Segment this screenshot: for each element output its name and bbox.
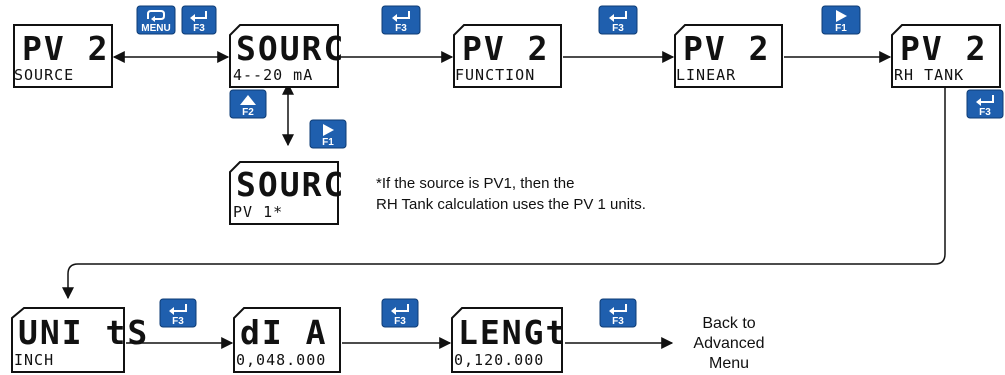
play-icon xyxy=(323,124,334,136)
footnote-line-1: *If the source is PV1, then the xyxy=(376,175,574,192)
display-top-text: PV 2 xyxy=(22,29,109,68)
f2-button[interactable]: F2 xyxy=(229,89,267,119)
display-bottom-text: 4--20 mA xyxy=(233,66,313,84)
f3-button[interactable]: F3 xyxy=(181,5,217,35)
f3-key-label: F3 xyxy=(394,316,406,327)
f2-key-label: F2 xyxy=(242,107,254,118)
display-dia: dI A 0,048.000 xyxy=(233,307,341,373)
menu-key-label: MENU xyxy=(141,23,170,34)
back-line-1: Back to xyxy=(702,315,755,332)
enter-icon xyxy=(612,11,627,19)
f3-button[interactable]: F3 xyxy=(159,298,197,328)
arrow-rhtank-units xyxy=(62,84,946,300)
display-bottom-text: FUNCTION xyxy=(455,66,535,84)
f1-key-label: F1 xyxy=(835,23,847,34)
display-bottom-text: RH TANK xyxy=(894,66,964,84)
f3-button[interactable]: F3 xyxy=(381,5,421,35)
f3-button[interactable]: F3 xyxy=(598,5,638,35)
display-top-text: PV 2 xyxy=(462,29,549,68)
menu-button[interactable]: MENU xyxy=(136,5,176,35)
display-top-text: SOURC xyxy=(236,29,345,68)
display-sourc-pv1: SOURC PV 1* xyxy=(229,161,345,225)
back-line-2: Advanced xyxy=(693,335,764,352)
f3-button[interactable]: F3 xyxy=(381,298,419,328)
display-pv2-rh-tank: PV 2 RH TANK xyxy=(891,24,1001,88)
footnote-line-2: RH Tank calculation uses the PV 1 units. xyxy=(376,196,646,213)
display-bottom-text: LINEAR xyxy=(676,66,736,84)
back-to-advanced-menu: Back to Advanced Menu xyxy=(693,315,764,372)
display-pv2-linear: PV 2 LINEAR xyxy=(674,24,783,88)
f3-key-label: F3 xyxy=(172,316,184,327)
enter-icon xyxy=(979,95,994,103)
enter-icon xyxy=(193,11,207,19)
display-pv2-function: PV 2 FUNCTION xyxy=(453,24,562,88)
display-pv2-source: PV 2 SOURCE xyxy=(13,24,113,88)
menu-loop-icon xyxy=(147,10,165,20)
display-bottom-text: SOURCE xyxy=(14,66,74,84)
f1-button[interactable]: F1 xyxy=(821,5,861,35)
display-units-inch: UNI tS INCH xyxy=(11,307,149,373)
f3-button[interactable]: F3 xyxy=(599,298,637,328)
display-length: LENGt 0,120.000 xyxy=(451,307,567,373)
f3-key-label: F3 xyxy=(612,23,624,34)
play-icon xyxy=(836,10,847,22)
f1-button[interactable]: F1 xyxy=(309,119,347,149)
display-top-text: SOURC xyxy=(236,165,345,204)
display-bottom-text: 0,048.000 xyxy=(236,351,326,369)
enter-icon xyxy=(612,304,627,312)
f1-key-label: F1 xyxy=(322,137,334,148)
f3-button[interactable]: F3 xyxy=(966,89,1004,119)
back-line-3: Menu xyxy=(709,355,749,372)
enter-icon xyxy=(394,304,409,312)
f3-key-label: F3 xyxy=(395,23,407,34)
display-bottom-text: INCH xyxy=(14,351,54,369)
source-footnote: *If the source is PV1, then the RH Tank … xyxy=(376,175,646,213)
f3-key-label: F3 xyxy=(612,316,624,327)
enter-icon xyxy=(395,11,410,19)
up-triangle-icon xyxy=(240,95,256,105)
display-top-text: UNI tS xyxy=(18,313,149,352)
f3-key-label: F3 xyxy=(979,107,991,118)
connectors xyxy=(62,51,946,349)
enter-icon xyxy=(172,304,187,312)
display-top-text: PV 2 xyxy=(683,29,770,68)
display-sourc-4-20: SOURC 4--20 mA xyxy=(229,24,345,88)
display-bottom-text: 0,120.000 xyxy=(454,351,544,369)
display-top-text: dI A xyxy=(240,313,327,352)
display-bottom-text: PV 1* xyxy=(233,203,283,221)
f3-key-label: F3 xyxy=(193,23,205,34)
display-top-text: PV 2 xyxy=(900,29,987,68)
display-top-text: LENGt xyxy=(458,313,567,352)
